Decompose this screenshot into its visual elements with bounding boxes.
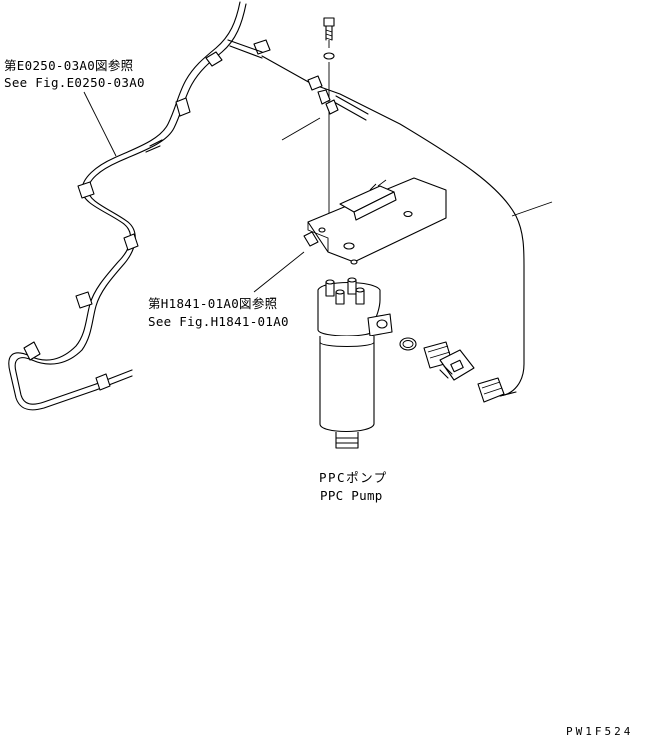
sensor-wire <box>261 55 525 397</box>
wiring-harness <box>8 1 271 411</box>
filter-ref-ja: 第H1841-01A0図参照 <box>148 296 278 311</box>
bolt-assembly <box>323 17 335 220</box>
wire-leader-line <box>511 201 553 217</box>
drawing-code: PW1F524 <box>566 725 634 738</box>
sensor-connector <box>477 377 517 403</box>
filter-ref-en: See Fig.H1841-01A0 <box>148 314 289 329</box>
component-name-ja: PPCポンプ <box>319 470 388 485</box>
pressure-switch <box>423 341 475 381</box>
mounting-bracket <box>303 177 447 265</box>
ppc-filter-body <box>317 277 393 449</box>
filter-leader-line <box>253 251 305 293</box>
clamp-leader-line <box>281 117 321 141</box>
component-name-en: PPC Pump <box>320 488 383 503</box>
harness-leader-line <box>83 91 117 157</box>
harness-ref-ja: 第E0250-03A0図参照 <box>4 58 134 73</box>
o-ring <box>399 337 417 351</box>
harness-ref-en: See Fig.E0250-03A0 <box>4 75 145 90</box>
